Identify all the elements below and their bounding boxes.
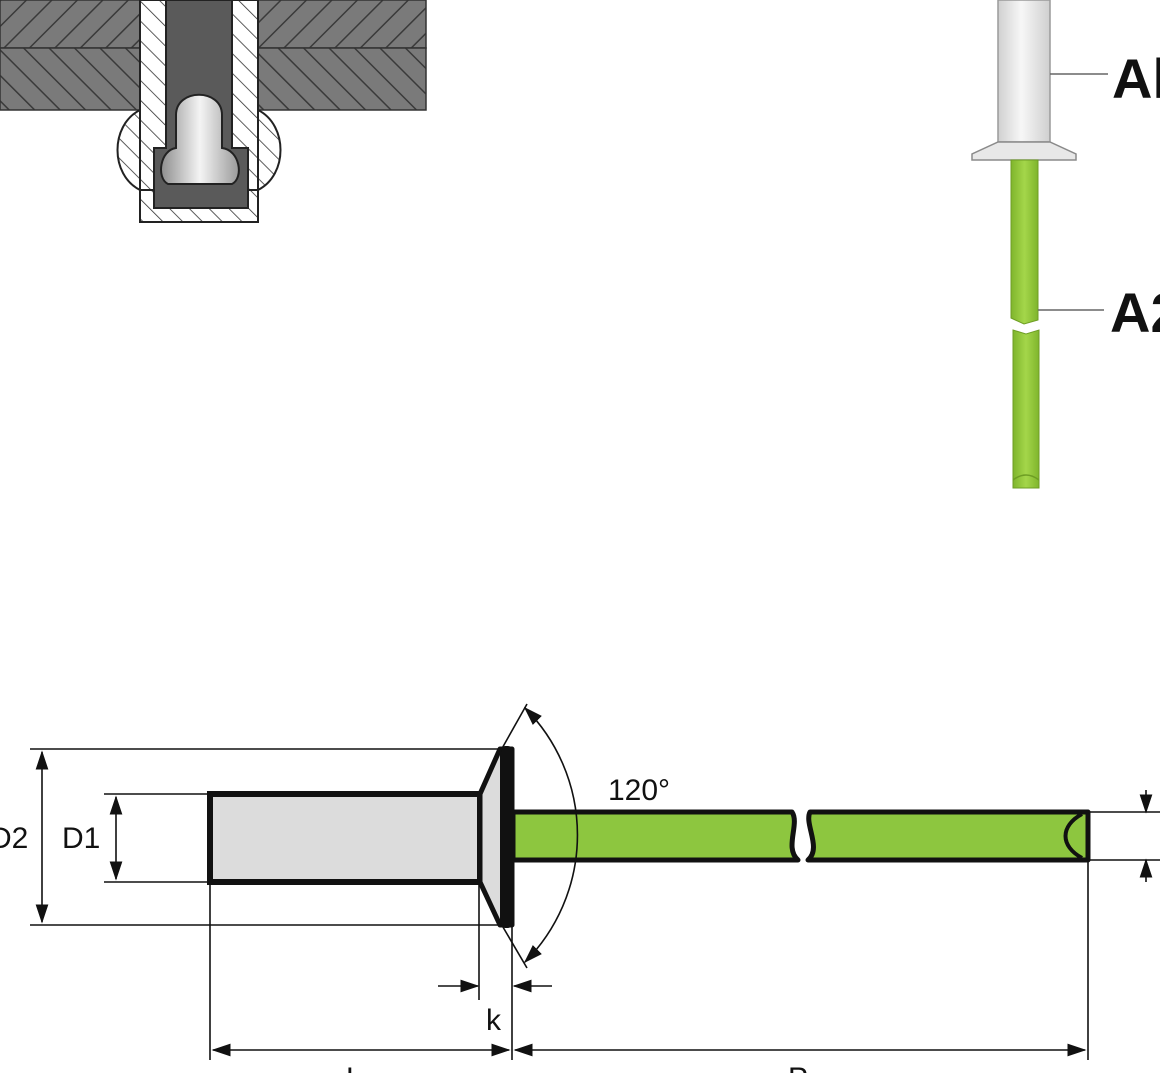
p-label: P (788, 1062, 808, 1073)
mandrel-shank-left (510, 809, 801, 863)
mandrel-upper (1010, 159, 1039, 325)
mandrel-head (160, 93, 240, 185)
rivet-countersunk-head (971, 141, 1077, 161)
lower-plate-left (0, 47, 141, 111)
mandrel-lower (1012, 329, 1040, 489)
upper-plate-left (0, 0, 141, 49)
angle-label: 120° (608, 774, 670, 807)
mandrel-tip (1012, 474, 1040, 481)
dimensioned-rivet-drawing: D2 D1 120° k L P (0, 703, 1160, 1073)
k-label: k (486, 1004, 502, 1037)
callout-rivet-body: Al (1112, 47, 1160, 110)
rivet-product-view: Al A2 (971, 0, 1160, 489)
lower-plate-right (257, 47, 427, 111)
head-angle-arc (523, 706, 579, 964)
mandrel-end-curve (1063, 812, 1084, 860)
installed-rivet-section-view (0, 0, 427, 223)
head-angle-ext-top (499, 703, 528, 753)
l-label: L (346, 1062, 363, 1073)
rivet-body-sleeve (997, 0, 1051, 143)
d2-label: D2 (0, 822, 28, 855)
upper-plate-right (257, 0, 427, 49)
mandrel-shank-right (805, 809, 1091, 863)
rivet-head-flange (500, 746, 513, 928)
head-angle-ext-bottom (499, 921, 528, 969)
callout-mandrel: A2 (1110, 281, 1160, 344)
rivet-body (207, 791, 483, 885)
d1-label: D1 (62, 822, 100, 855)
